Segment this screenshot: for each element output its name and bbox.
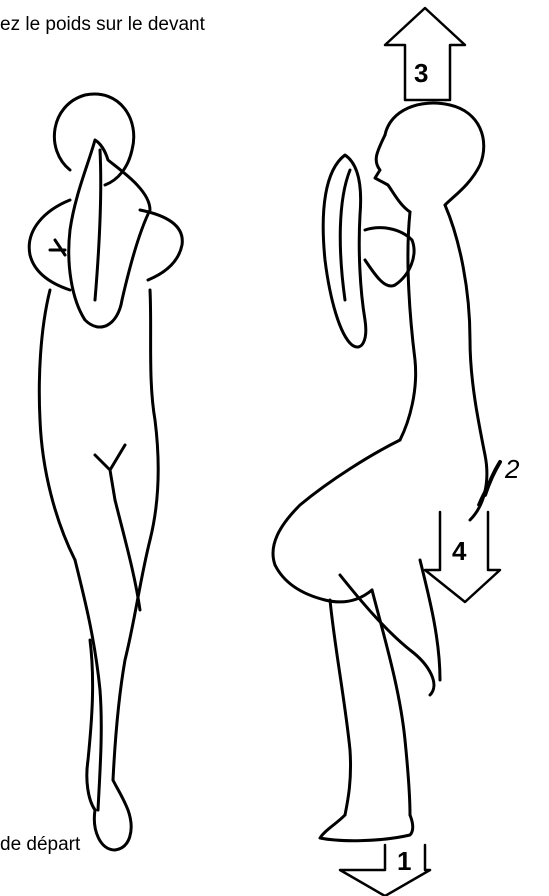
side-back [445,205,485,455]
front-torso-right [150,290,158,540]
side-view-figure [273,103,487,841]
front-forearm-line [95,150,101,300]
front-shin-back [87,640,95,810]
side-forearm [365,260,395,286]
bend-marks [478,462,500,505]
front-pelvis-mark [95,445,125,500]
arrow-label-2: 2 [504,454,520,484]
arrow-down-foot [340,845,430,896]
front-left-arm [29,200,70,290]
front-hands [69,140,150,327]
side-shin-wrap [340,575,434,695]
front-view-figure [29,94,182,850]
side-standing-leg-front [330,600,351,815]
side-face [375,135,410,212]
arrow-label-3: 3 [414,58,428,88]
side-thigh-bottom [470,455,487,520]
side-standing-leg-back [372,590,410,815]
arrow-label-1: 1 [397,846,411,876]
front-leg-cross [115,500,140,610]
front-torso-left [39,290,75,560]
front-elbow-mark [50,240,65,255]
side-head [385,103,484,205]
side-foot [320,815,413,841]
side-hand-inner [340,170,350,300]
side-thigh-top [273,440,400,565]
arrow-label-4: 4 [452,536,467,566]
front-leg-2 [113,540,150,780]
